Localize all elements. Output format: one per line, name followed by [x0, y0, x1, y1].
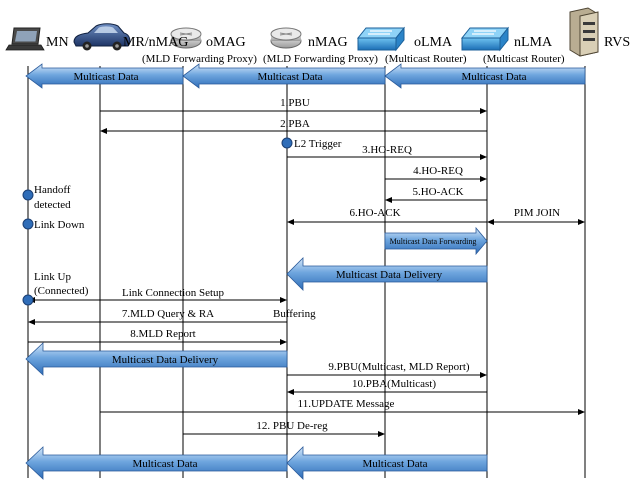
event-label: (Connected): [34, 285, 89, 297]
message-label: 1.PBU: [280, 97, 310, 109]
message-ho-req-3: 3.HO-REQ: [287, 144, 487, 160]
entity-sublabel-nlma: (Multicast Router): [483, 53, 565, 65]
message-label: 3.HO-REQ: [362, 144, 412, 156]
message-label: 8.MLD Report: [130, 328, 195, 340]
block-arrow-label: Multicast Data: [362, 458, 427, 470]
entity-label-nlma: nLMA: [514, 35, 553, 50]
entity-label-olma: oLMA: [414, 35, 453, 50]
entity-sublabel-omag: (MLD Forwarding Proxy): [142, 53, 257, 65]
message-label: 9.PBU(Multicast, MLD Report): [328, 361, 469, 373]
block-arrow-multicast-data-5: Multicast Data: [286, 446, 488, 480]
message-update: 11.UPDATE Message: [100, 398, 585, 415]
event-link-down: Link Down: [22, 218, 85, 231]
message-label: Link Connection Setup: [122, 287, 225, 299]
message-label: 7.MLD Query & RA: [122, 308, 214, 320]
server-icon: [569, 7, 599, 57]
event-handoff-detected: Handoff detected: [22, 184, 71, 211]
block-arrow-multicast-data-delivery-1: Multicast Data Delivery: [286, 257, 488, 291]
message-ho-req-4: 4.HO-REQ: [385, 165, 487, 182]
entity-sublabel-nmag: (MLD Forwarding Proxy): [263, 53, 378, 65]
switch-icon: [460, 26, 510, 52]
entity-label-mn: MN: [46, 35, 69, 50]
message-mld-report: 8.MLD Report: [28, 328, 287, 345]
block-arrow-label: Multicast Data: [73, 71, 138, 83]
entity-label-omag: oMAG: [206, 35, 246, 50]
block-arrow-label: Multicast Data: [257, 71, 322, 83]
message-label: 5.HO-ACK: [412, 186, 463, 198]
message-label: 6.HO-ACK: [349, 207, 400, 219]
router-icon: [270, 27, 302, 49]
block-arrow-label: Multicast Data Delivery: [336, 269, 443, 281]
message-ho-ack-6: 6.HO-ACK: [287, 207, 487, 225]
message-pbu: 1.PBU: [100, 97, 487, 114]
laptop-icon: [5, 27, 45, 51]
message-label: 10.PBA(Multicast): [352, 378, 436, 390]
message-pbu-dereg: 12. PBU De-reg: [183, 420, 385, 437]
block-arrow-multicast-data-forwarding: Multicast Data Forwarding: [384, 226, 488, 256]
block-arrow-multicast-data-1: Multicast Data: [25, 63, 184, 89]
message-label: 4.HO-REQ: [413, 165, 463, 177]
entity-label-rvs: RVS: [604, 35, 630, 50]
message-pbu-multicast: 9.PBU(Multicast, MLD Report): [287, 361, 487, 378]
block-arrow-label: Multicast Data Delivery: [112, 354, 219, 366]
message-pba-multicast: 10.PBA(Multicast): [287, 378, 487, 395]
event-label: L2 Trigger: [294, 138, 342, 150]
event-label: Link Down: [34, 219, 85, 231]
event-label: Handoff: [34, 184, 71, 196]
block-arrow-multicast-data-delivery-2: Multicast Data Delivery: [25, 342, 288, 376]
event-label: detected: [34, 199, 71, 211]
message-label: PIM JOIN: [514, 207, 560, 219]
block-arrow-multicast-data-3: Multicast Data: [384, 63, 586, 89]
car-icon: [73, 23, 131, 51]
block-arrow-label: Multicast Data Forwarding: [390, 237, 477, 246]
entity-label-mr: MR/nMAG: [123, 35, 188, 50]
message-pim-join: PIM JOIN: [487, 207, 585, 225]
block-arrow-multicast-data-2: Multicast Data: [182, 63, 386, 89]
message-label: 2.PBA: [280, 118, 310, 130]
block-arrow-label: Multicast Data: [461, 71, 526, 83]
message-mld-query-ra: 7.MLD Query & RA: [28, 308, 287, 325]
block-arrow-multicast-data-4: Multicast Data: [25, 446, 288, 480]
event-label: Link Up: [34, 271, 71, 283]
entity-sublabel-olma: (Multicast Router): [385, 53, 467, 65]
router-icon: [170, 27, 202, 49]
note-buffering: Buffering: [273, 308, 316, 320]
switch-icon: [356, 26, 406, 52]
event-link-up: Link Up (Connected): [22, 271, 89, 306]
message-pba: 2.PBA: [100, 118, 487, 134]
message-label: 12. PBU De-reg: [256, 420, 328, 432]
entity-label-nmag: nMAG: [308, 35, 348, 50]
message-ho-ack-5: 5.HO-ACK: [385, 186, 487, 203]
block-arrow-label: Multicast Data: [132, 458, 197, 470]
event-l2-trigger: L2 Trigger: [281, 137, 342, 150]
message-label: 11.UPDATE Message: [298, 398, 395, 410]
